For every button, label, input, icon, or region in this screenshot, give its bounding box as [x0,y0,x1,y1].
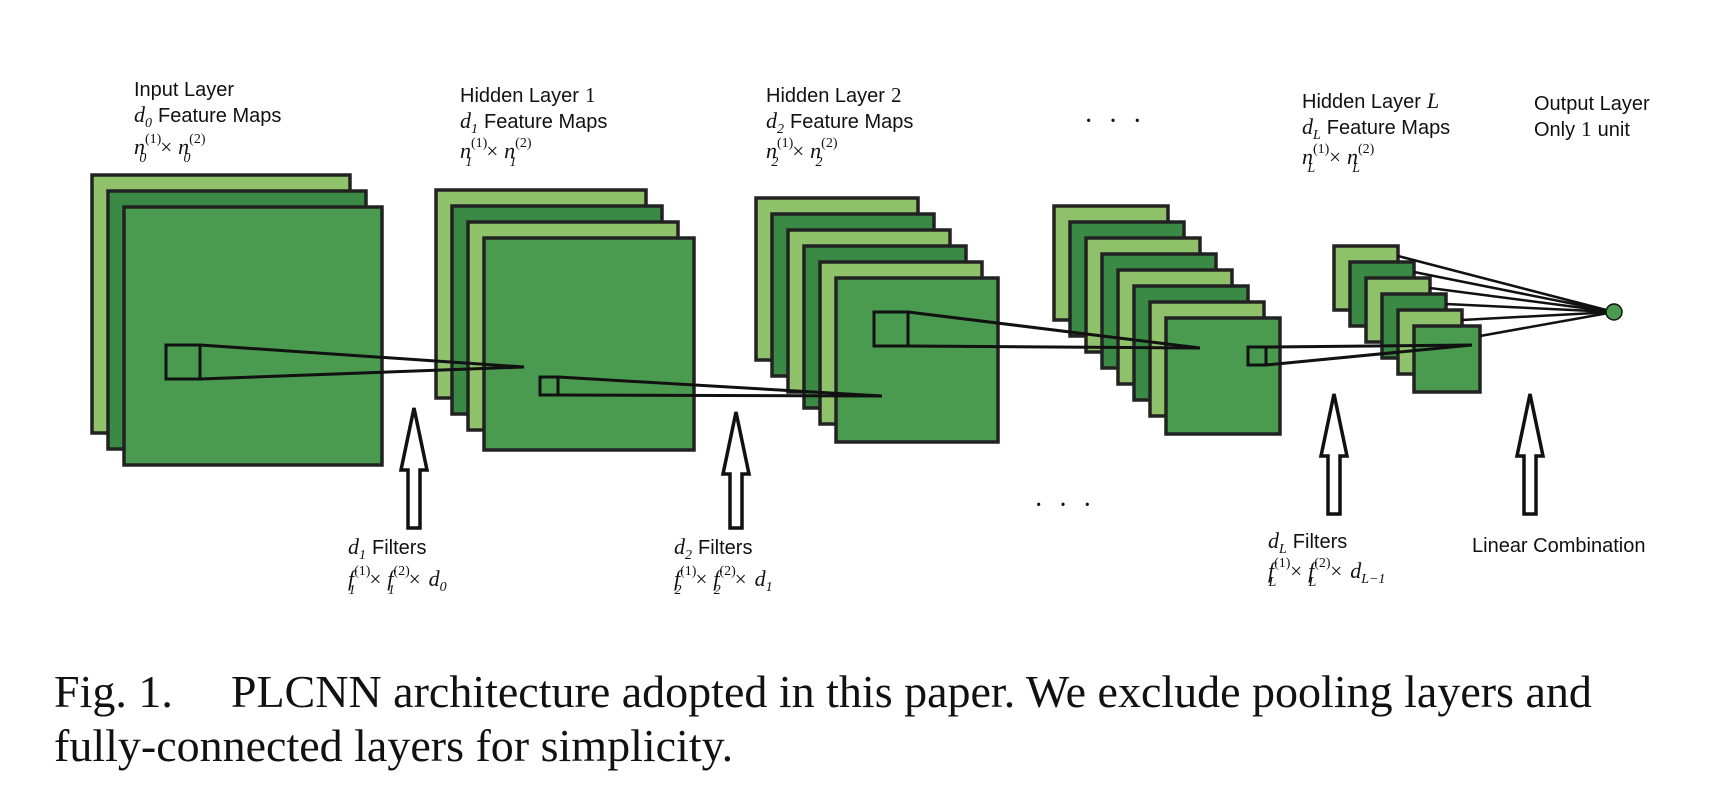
feature-map-size: n(1)2×n(2)2 [766,136,838,170]
feature-map [482,236,696,452]
feature-map [1164,316,1282,436]
feature-map [122,205,384,467]
hidden-layer-L-stack [1332,244,1482,394]
connection-line [1479,310,1615,338]
up-arrow-icon [1514,393,1546,516]
projection-line [1265,343,1473,349]
up-arrow-icon [398,407,430,530]
receptive-field-box [164,343,202,381]
filter-size: f(1)2×f(2)2×d1 [674,564,773,598]
receptive-fields [164,310,1473,398]
caption-text: PLCNN architecture adopted in this paper… [54,666,1592,771]
connection-line [1397,254,1615,314]
linear-combination-label: Linear Combination [1472,535,1645,557]
figure-caption: Fig. 1.PLCNN architecture adopted in thi… [54,665,1694,773]
input-layer-stack [90,173,384,467]
bottom-ellipsis: · · · [1034,490,1096,521]
connection-line [1461,310,1615,322]
hidden-layer-1-stack [434,188,696,452]
projection-line [199,365,525,381]
layer-title: Input Layer [134,79,234,101]
receptive-field-box [872,310,910,348]
feature-map [1412,324,1482,394]
feature-map [834,276,1000,444]
projection-line [907,310,1201,350]
output-unit-node [1605,303,1623,321]
receptive-field-box [538,375,560,397]
filter-arrows [398,393,1546,530]
filter-size: f(1)L×f(2)L×dL−1 [1267,556,1385,590]
connection-line [1429,286,1615,314]
projection-line [557,393,883,398]
figure-label: Fig. 1. [54,666,173,717]
layer-title: Output Layer [1534,93,1650,115]
up-arrow-icon [720,411,752,530]
connection-line [1413,270,1615,314]
receptive-field-box [1246,345,1268,367]
projection-line [199,343,525,369]
hidden-layer-intermediate-stack [1052,204,1282,436]
up-arrow-icon [1318,393,1350,516]
hidden-layer-2-stack [754,196,1000,444]
output-connections [1397,254,1615,338]
filter-size: f(1)1×f(2)1×d0 [348,564,447,598]
top-ellipsis: · · · [1084,106,1146,137]
feature-map-size: n(1)0×n(2)0 [134,132,206,166]
feature-map-size: n(1)L×n(2)L [1302,142,1375,176]
connection-line [1445,302,1615,314]
projection-line [557,375,883,398]
feature-map-size: n(1)1×n(2)1 [460,136,532,170]
projection-line [907,344,1201,350]
projection-line [1265,343,1473,367]
